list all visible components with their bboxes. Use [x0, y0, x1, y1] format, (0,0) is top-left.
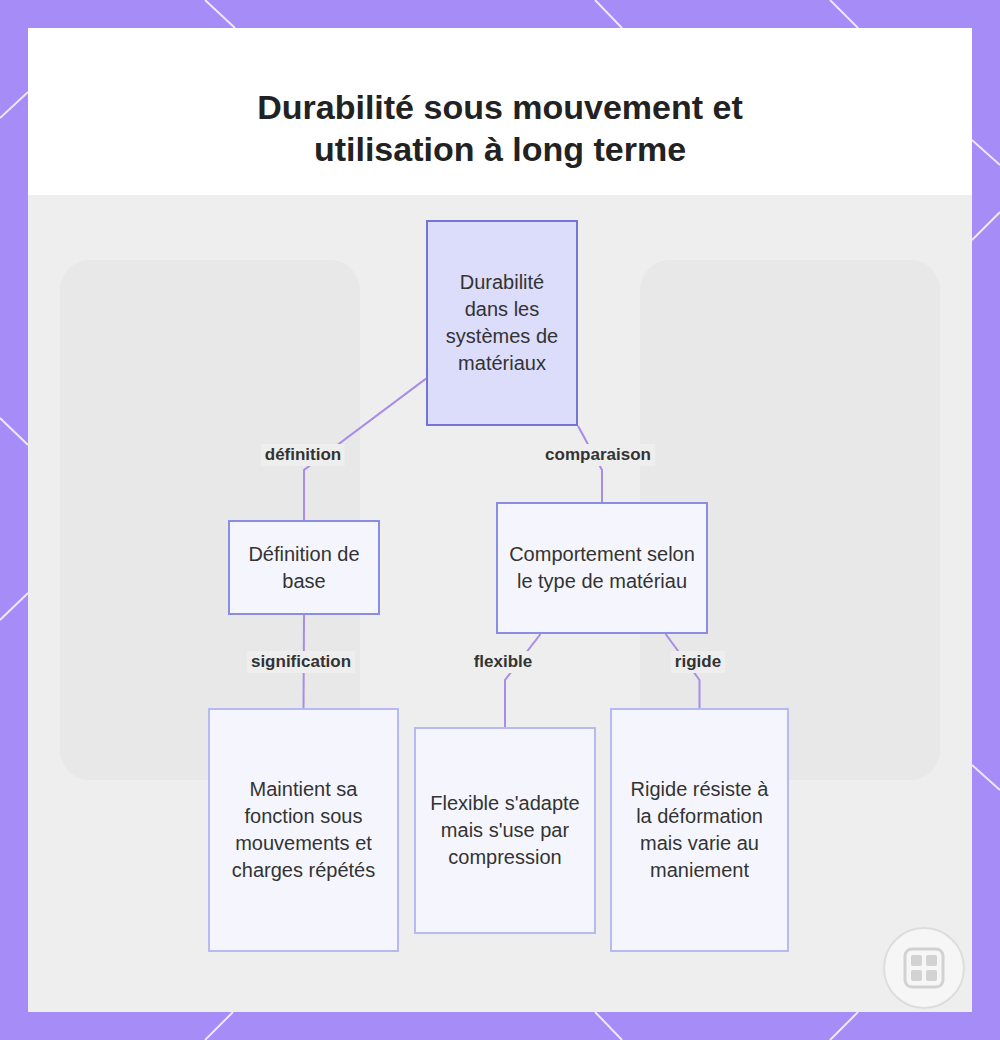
definition-box: Définition de base [228, 520, 380, 615]
node-text: Durabilité dans les systèmes de matériau… [428, 261, 576, 385]
diagram-title: Durabilité sous mouvement et utilisation… [180, 86, 820, 170]
edge-label: signification [247, 651, 355, 673]
rigid-box: Rigide résiste à la déformation mais var… [610, 708, 789, 952]
node-text: Flexible s'adapte mais s'use par compres… [416, 782, 594, 879]
edge-label: définition [261, 444, 345, 466]
comparison-box: Comportement selon le type de matériau [496, 502, 708, 634]
meaning-box: Maintient sa fonction sous mouvements et… [208, 708, 399, 952]
edge-label: comparaison [541, 444, 655, 466]
faded-background [28, 195, 972, 1012]
edge-label: flexible [470, 651, 537, 673]
node-text: Maintient sa fonction sous mouvements et… [210, 768, 397, 892]
node-text: Comportement selon le type de matériau [498, 533, 706, 603]
edge-label: rigide [671, 651, 725, 673]
node-text: Définition de base [230, 533, 378, 603]
logo-icon [884, 928, 964, 1008]
node-text: Rigide résiste à la déformation mais var… [612, 768, 787, 892]
panel [28, 28, 972, 1012]
connector [505, 634, 541, 727]
root-box: Durabilité dans les systèmes de matériau… [426, 220, 578, 426]
flexible-box: Flexible s'adapte mais s'use par compres… [414, 727, 596, 934]
